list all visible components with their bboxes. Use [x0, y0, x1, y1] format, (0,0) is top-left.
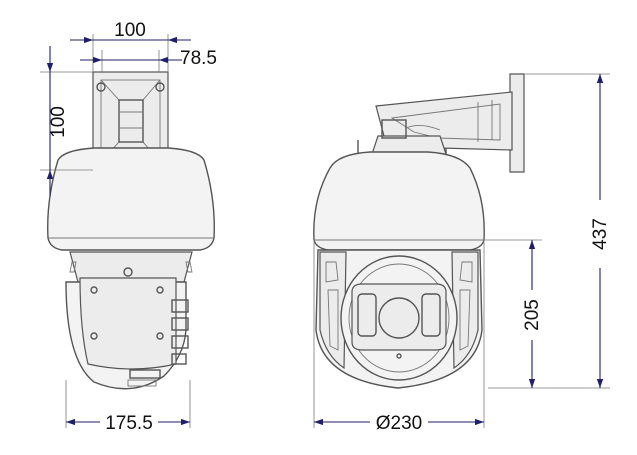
bracket-depth-label: 78.5 [180, 48, 217, 69]
right-arm [451, 251, 479, 370]
side-width-label: 175.5 [105, 413, 153, 434]
ir-led-left [357, 293, 377, 337]
left-arm [319, 251, 347, 370]
ir-fins-side [171, 299, 189, 365]
screw-icon [90, 286, 98, 294]
side-view [47, 71, 215, 390]
screw-icon [123, 267, 133, 277]
screw-icon [156, 332, 164, 340]
lens-icon [378, 297, 420, 339]
front-view [313, 73, 525, 389]
dome-housing-front [313, 151, 485, 251]
front-diameter-label: Ø230 [376, 413, 422, 434]
ir-fins-bottom [127, 369, 161, 387]
housing-height-label: 205 [522, 299, 543, 331]
ir-led-right [421, 293, 441, 337]
side-view-dimensions [40, 34, 191, 428]
screw-icon [156, 286, 164, 294]
wall-arm [357, 73, 525, 173]
side-plate [79, 277, 177, 370]
dome-housing-side [47, 147, 215, 251]
screw-icon [96, 82, 106, 92]
bracket-width-label: 100 [114, 20, 146, 41]
total-height-label: 437 [590, 218, 611, 250]
bracket-height-label: 100 [48, 106, 69, 138]
screw-icon [155, 82, 165, 92]
front-view-dimensions [313, 73, 610, 428]
screw-icon [90, 332, 98, 340]
